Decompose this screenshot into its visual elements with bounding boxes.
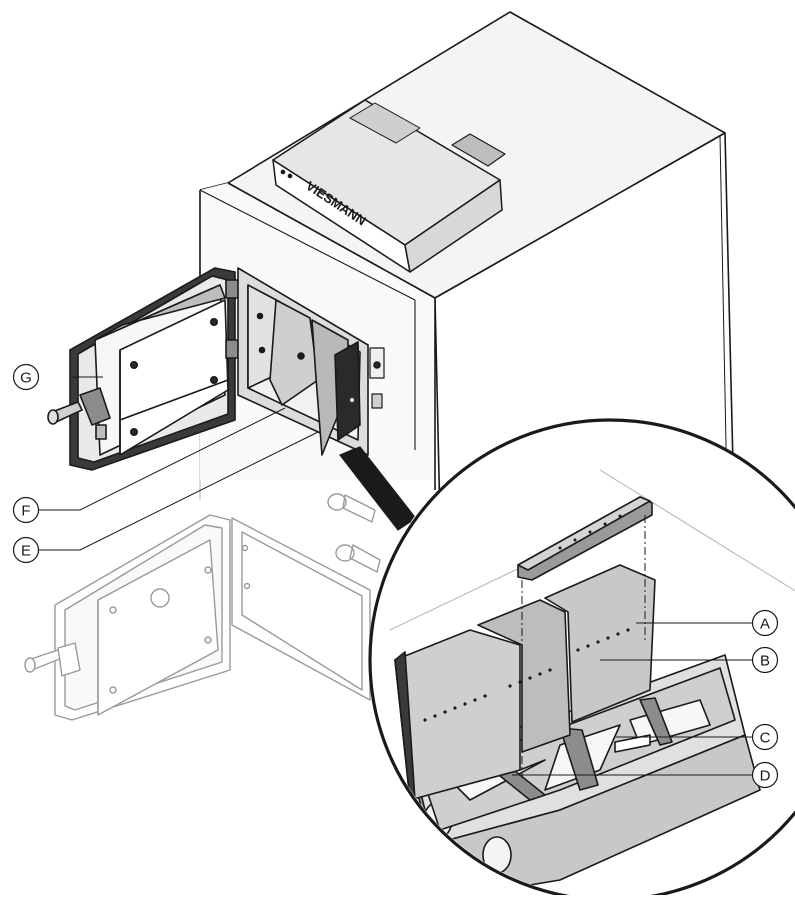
door-handle-upper: [47, 387, 111, 440]
callout-c-letter: C: [760, 730, 771, 747]
callout-a-letter: A: [760, 616, 770, 633]
upper-door: [47, 267, 241, 471]
callout-c: C: [751, 723, 779, 751]
callout-a: A: [751, 609, 779, 637]
callout-d: D: [751, 761, 779, 789]
callout-b: B: [751, 646, 779, 674]
callout-f: F: [12, 496, 40, 524]
callout-g: G: [12, 363, 40, 391]
lower-chamber: [231, 493, 381, 701]
detail-inset: [368, 418, 795, 900]
air-holes: [423, 628, 630, 722]
air-damper-lower: [335, 544, 381, 573]
callout-leaders: [39, 376, 752, 776]
baffle-plate-f: [269, 299, 319, 406]
callout-e: E: [12, 536, 40, 564]
cabinet-top-slot: [451, 133, 506, 167]
baffle-plate-right: [544, 564, 656, 723]
lower-door: [24, 514, 231, 721]
callout-e-letter: E: [21, 543, 31, 560]
control-unit: [272, 99, 506, 273]
callout-f-letter: F: [21, 503, 30, 520]
callout-g-letter: G: [20, 370, 32, 387]
callout-b-letter: B: [760, 653, 770, 670]
callout-d-letter: D: [760, 768, 771, 785]
detail-inset-border: [368, 418, 795, 900]
detail-leader: [339, 446, 415, 531]
air-damper-upper: [327, 493, 376, 523]
upper-combustion-chamber: [237, 267, 385, 456]
control-unit-side: [404, 179, 503, 273]
